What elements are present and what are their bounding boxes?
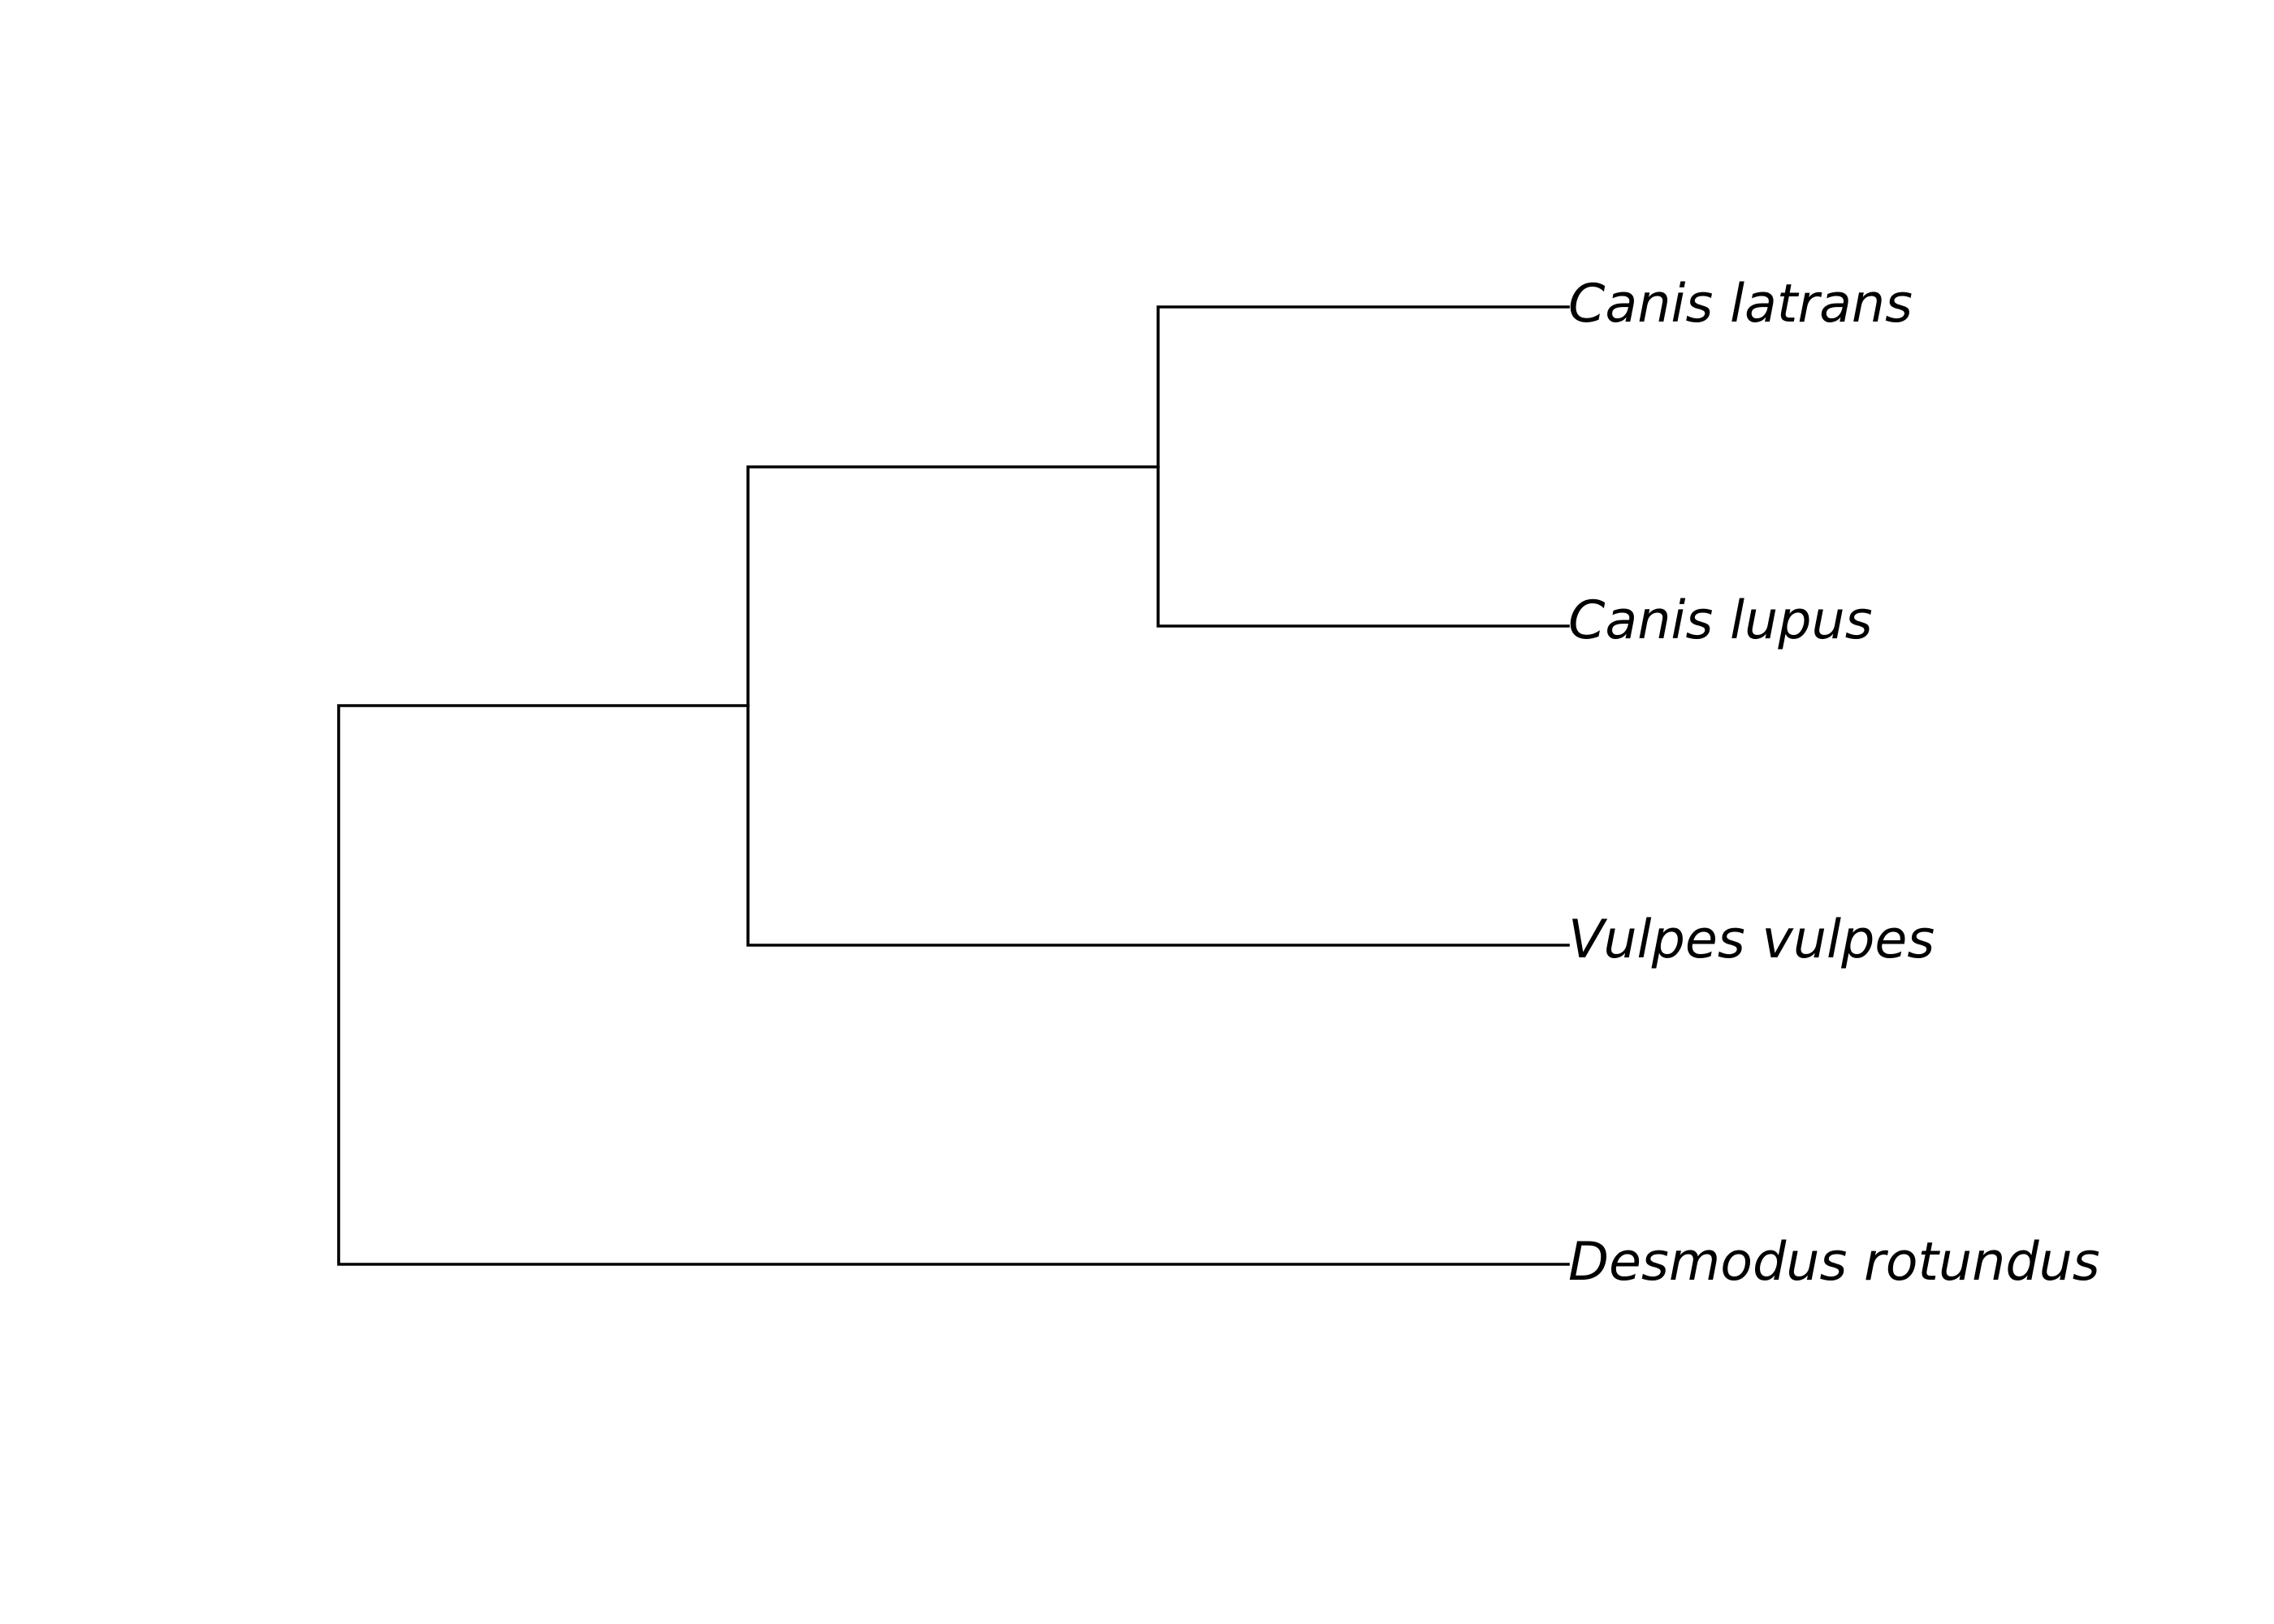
branches-group xyxy=(337,305,1570,1266)
tip-label-desmodus-rotundus: Desmodus rotundus xyxy=(1568,1232,2100,1293)
tip-labels-group: Canis latrans Canis lupus Vulpes vulpes … xyxy=(1568,274,2100,1293)
tip-label-canis-latrans: Canis latrans xyxy=(1568,274,1913,335)
tip-label-vulpes-vulpes: Vulpes vulpes xyxy=(1568,909,1935,970)
branch-canis-clade xyxy=(1156,305,1570,628)
tip-label-canis-lupus: Canis lupus xyxy=(1568,590,1873,651)
branch-root xyxy=(337,704,1570,1266)
branch-canis-vulpes-clade xyxy=(746,465,1570,947)
